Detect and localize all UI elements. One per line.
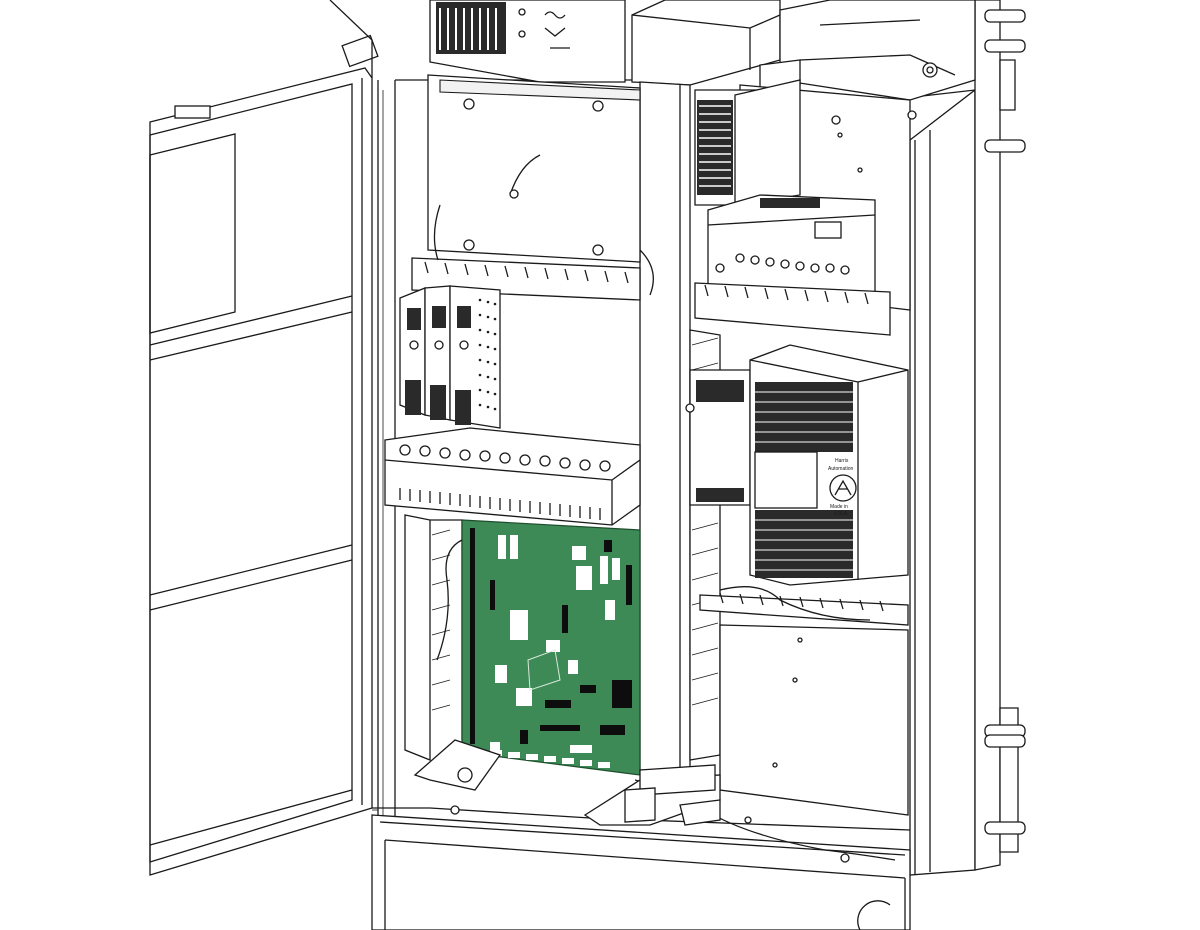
- shelf-slots: [424, 261, 629, 284]
- open-door: [149, 34, 379, 876]
- cabinet-frame: [329, 0, 1026, 930]
- terminal-strip-vents: [399, 488, 601, 520]
- terminal-strip: [384, 427, 641, 526]
- shelf-slots-lower-right: [719, 592, 884, 612]
- manufacturer-logo-plate: Harris Automation Made in U.S.A.: [828, 458, 857, 517]
- logo-text-line-2: Automation: [828, 466, 854, 472]
- psu-terminals: [405, 380, 471, 425]
- lower-left-duct: [404, 514, 463, 761]
- io-module-terminals: [735, 253, 850, 275]
- top-right-equipment: [759, 0, 976, 101]
- duct-fins-left: [431, 529, 451, 711]
- logo-text-line-1: Harris: [835, 458, 849, 464]
- pcb-white-components: [490, 535, 620, 753]
- top-power-module: [429, 0, 626, 83]
- vent-slots-upper-right: [699, 105, 731, 187]
- upper-right-vent-module: [694, 79, 801, 206]
- control-board-pcb: [461, 519, 641, 776]
- terminal-strip-holes: [399, 444, 611, 472]
- drive-heatsink-fins: [755, 391, 853, 571]
- psu-vent-dots: [478, 298, 497, 411]
- floor-brackets: [413, 739, 721, 826]
- duct-fins-right: [691, 337, 719, 706]
- dc-power-supplies: [399, 285, 501, 429]
- top-vent-grille: [439, 8, 497, 50]
- lower-right-plate: [719, 624, 909, 816]
- upper-right-shelf: [694, 282, 891, 336]
- drive-vent-module: [685, 369, 751, 506]
- shelf-slots-right: [704, 284, 869, 305]
- logo-text-line-4: U.S.A.: [834, 511, 848, 517]
- side-connectors: [984, 9, 1026, 835]
- center-cable-duct: [631, 0, 781, 771]
- pcb-dark-components: [470, 528, 632, 744]
- upper-left-mounting-plate: [427, 74, 641, 263]
- lower-right-shelf: [699, 592, 909, 626]
- logo-text-line-3: Made in: [830, 504, 848, 510]
- servo-drive: Harris Automation Made in U.S.A.: [749, 344, 909, 586]
- io-module: [707, 194, 876, 301]
